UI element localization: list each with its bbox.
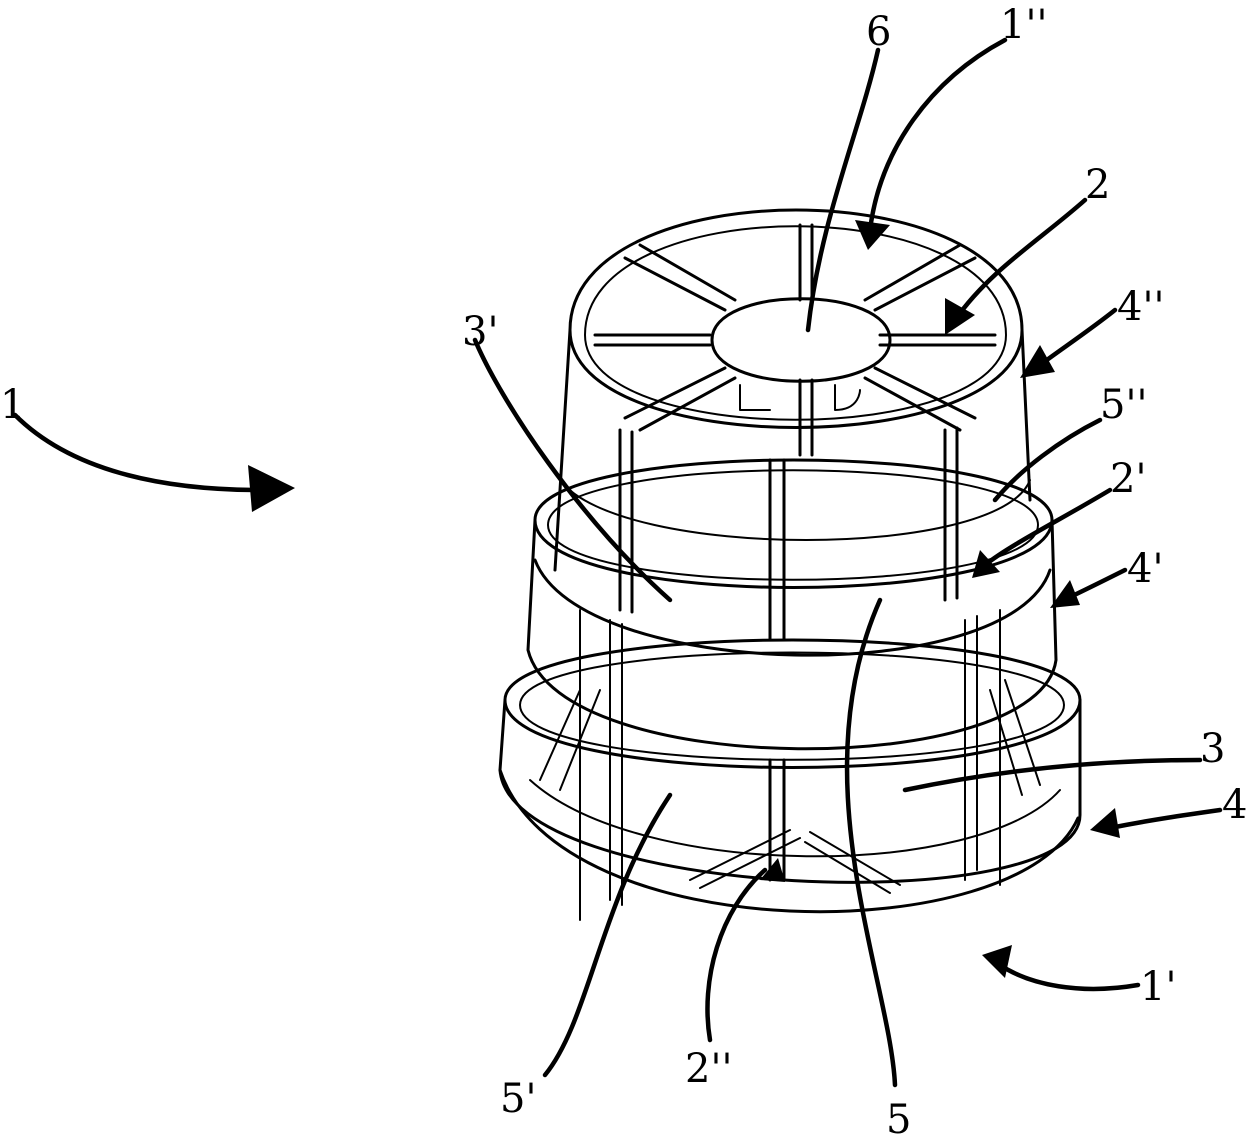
arrowhead-2 [945, 298, 975, 335]
leader-2d [982, 487, 1113, 568]
leader-2dd [705, 867, 768, 1043]
leader-6 [805, 47, 881, 333]
leader-5d [542, 792, 673, 1078]
label-4dd: 4'' [1117, 284, 1164, 330]
label-3: 3 [1200, 726, 1225, 772]
label-6: 6 [866, 9, 891, 55]
arrowhead-4 [1090, 808, 1120, 838]
label-1d: 1' [1140, 964, 1176, 1010]
leader-5 [844, 597, 898, 1088]
label-2d: 2' [1110, 456, 1146, 502]
arrowhead-2d [972, 550, 1000, 578]
label-2: 2 [1085, 162, 1110, 208]
leader-3d [472, 337, 673, 603]
arrowhead-4d [1050, 580, 1080, 608]
label-5dd: 5'' [1100, 382, 1147, 428]
middle-tier [526, 458, 1058, 921]
arrowhead-1 [248, 465, 295, 512]
leader-4d [1065, 567, 1128, 601]
leader-5dd [992, 417, 1103, 503]
leader-2 [952, 197, 1088, 323]
arrowhead-2dd [760, 858, 785, 882]
leader-1dd [867, 37, 1008, 233]
leader-4dd [1037, 307, 1118, 368]
label-5: 5 [886, 1097, 911, 1139]
bottom-tier [498, 638, 1082, 914]
leaders [12, 37, 1223, 1088]
label-1dd: 1'' [1000, 2, 1047, 48]
leader-3 [902, 757, 1203, 793]
label-4d: 4' [1127, 546, 1163, 592]
leader-1 [12, 412, 263, 493]
leader-4 [1107, 807, 1223, 831]
label-5d: 5' [500, 1076, 536, 1122]
label-1: 1 [0, 382, 25, 428]
label-2dd: 2'' [685, 1046, 732, 1092]
arrowhead-1d [982, 945, 1012, 978]
label-3d: 3' [462, 309, 498, 355]
arrowhead-4dd [1020, 345, 1055, 378]
arrowhead-1dd [855, 220, 890, 250]
label-4: 4 [1222, 782, 1247, 828]
leader-1d [997, 962, 1141, 992]
